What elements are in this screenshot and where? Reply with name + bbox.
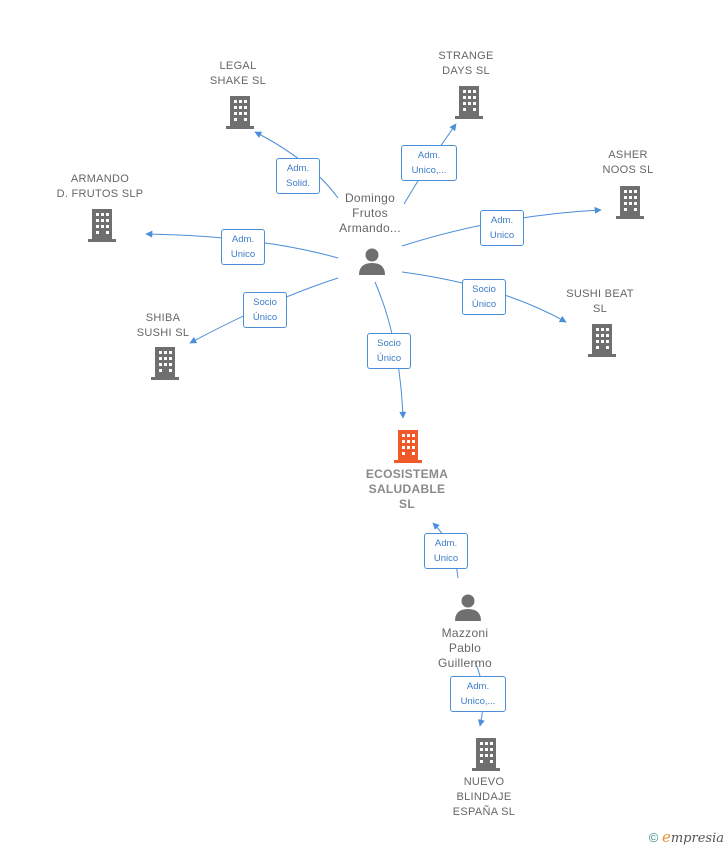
company-label-legal-shake[interactable]: LEGAL SHAKE SL [209, 60, 267, 87]
building-icon[interactable] [470, 736, 502, 772]
brand-logo-text: mpresia [670, 831, 724, 846]
copyright-symbol: © [648, 830, 659, 845]
brand-logo-initial: e [661, 828, 671, 846]
company-label-asher-noos[interactable]: ASHER NOOS SL [602, 149, 654, 176]
company-label-armando-frutos[interactable]: ARMANDO D. FRUTOS SLP [56, 173, 144, 200]
edge-label-sushi-beat: Socio Único [462, 279, 506, 315]
edge-label-asher-noos: Adm. Unico [480, 210, 524, 246]
company-label-sushi-beat[interactable]: SUSHI BEAT SL [566, 288, 634, 315]
person-icon[interactable] [357, 246, 387, 276]
company-label-strange-days[interactable]: STRANGE DAYS SL [438, 50, 494, 77]
company-label-nuevo-blindaje[interactable]: NUEVO BLINDAJE ESPAÑA SL [452, 776, 516, 818]
company-label-shiba-sushi[interactable]: SHIBA SUSHI SL [136, 312, 190, 339]
edge-label-strange-days: Adm. Unico,... [401, 145, 457, 181]
building-icon[interactable] [614, 184, 646, 220]
edge-label-armando-frutos: Adm. Unico [221, 229, 265, 265]
edge-label-ecosistema-mazzoni: Adm. Unico [424, 533, 468, 569]
building-icon[interactable] [224, 94, 256, 130]
building-icon-main[interactable] [392, 428, 424, 464]
edge-label-ecosistema-domingo: Socio Único [367, 333, 411, 369]
building-icon[interactable] [586, 322, 618, 358]
edge-label-legal-shake: Adm. Solid. [276, 158, 320, 194]
building-icon[interactable] [86, 207, 118, 243]
edge-label-nuevo-blindaje: Adm. Unico,... [450, 676, 506, 712]
person-icon[interactable] [453, 592, 483, 622]
person-label-domingo[interactable]: Domingo Frutos Armando... [339, 191, 401, 235]
footer-brand[interactable]: © empresia [649, 828, 724, 846]
building-icon[interactable] [149, 345, 181, 381]
company-label-ecosistema[interactable]: ECOSISTEMA SALUDABLE SL [365, 467, 449, 511]
person-label-mazzoni[interactable]: Mazzoni Pablo Guillermo [437, 626, 493, 670]
building-icon[interactable] [453, 84, 485, 120]
edge-label-shiba-sushi: Socio Único [243, 292, 287, 328]
